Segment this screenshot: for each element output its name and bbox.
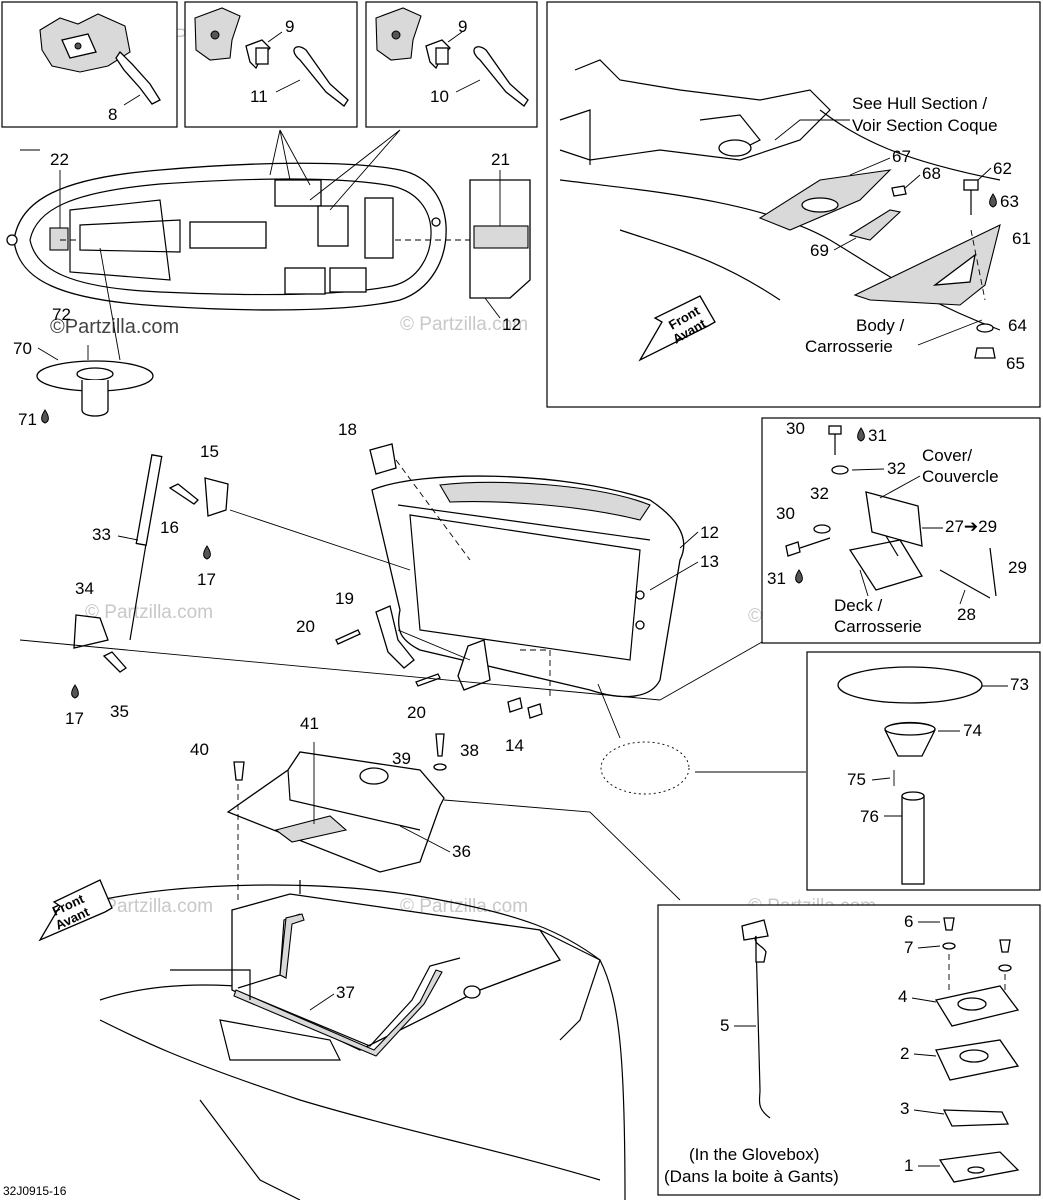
callout-22: 22: [50, 150, 69, 169]
callout-8: 8: [108, 105, 117, 124]
callout-5: 5: [720, 1016, 729, 1035]
callout-10: 10: [430, 87, 449, 106]
callout-64: 64: [1008, 316, 1027, 335]
callout-32a: 32: [887, 459, 906, 478]
glovebox-label-en: (In the Glovebox): [689, 1145, 819, 1164]
callout-20b: 20: [407, 703, 426, 722]
watercraft-top-view: [6, 129, 531, 311]
callout-35: 35: [110, 702, 129, 721]
callout-69: 69: [810, 241, 829, 260]
callout-6: 6: [904, 912, 913, 931]
callout-4: 4: [898, 987, 907, 1006]
callout-33: 33: [92, 525, 111, 544]
callout-63: 63: [1000, 192, 1019, 211]
callout-13: 13: [700, 552, 719, 571]
callout-3: 3: [900, 1099, 909, 1118]
watermark-3: © Partzilla.com: [400, 314, 528, 335]
cover-label-fr: Couvercle: [922, 467, 999, 486]
callout-30b: 30: [776, 504, 795, 523]
callout-1: 1: [904, 1156, 913, 1175]
callout-16: 16: [160, 518, 179, 537]
body-label-en: Body /: [856, 316, 904, 335]
callout-41: 41: [300, 714, 319, 733]
detail-box-strap: 8: [1, 1, 178, 128]
callout-67: 67: [892, 147, 911, 166]
detail-box-hinge: [761, 417, 1041, 644]
callout-12-mid: 12: [700, 523, 719, 542]
watermark-5: © Partzilla.com: [85, 602, 213, 623]
detail-box-latch: [657, 904, 1041, 1196]
callout-31b: 31: [767, 569, 786, 588]
callout-74: 74: [963, 721, 982, 740]
watermark-dark: ©Partzilla.com: [50, 316, 179, 338]
callout-29: 29: [1008, 558, 1027, 577]
callout-20a: 20: [296, 617, 315, 636]
callout-34: 34: [75, 579, 94, 598]
callout-9b: 9: [458, 17, 467, 36]
callout-15: 15: [200, 442, 219, 461]
table-mount-location: [600, 741, 690, 795]
storage-cover: [371, 475, 685, 698]
callout-38: 38: [460, 741, 479, 760]
callout-73: 73: [1010, 675, 1029, 694]
glovebox-tray: [226, 742, 445, 873]
callout-2: 2: [900, 1044, 909, 1063]
callout-31a: 31: [868, 426, 887, 445]
cup-holder: [36, 247, 154, 417]
callout-18: 18: [338, 420, 357, 439]
callout-11: 11: [250, 87, 268, 106]
callout-30a: 30: [786, 419, 805, 438]
callout-62: 62: [993, 159, 1012, 178]
callout-32b: 32: [810, 484, 829, 503]
diagram-code: 32J0915-16: [3, 1184, 67, 1198]
callout-71: 71: [18, 410, 37, 429]
callout-9a: 9: [285, 17, 294, 36]
detail-box-table: [806, 651, 1041, 891]
glovebox-label-fr: (Dans la boite à Gants): [664, 1167, 839, 1186]
watermark-8: © Partzilla.com: [85, 896, 213, 917]
detail-box-fastener-9-11: 9 11: [184, 1, 358, 128]
callout-19: 19: [335, 589, 354, 608]
callout-14: 14: [505, 736, 524, 755]
callout-65: 65: [1006, 354, 1025, 373]
callout-39: 39: [392, 749, 411, 768]
callout-75: 75: [847, 770, 866, 789]
callout-61: 61: [1012, 229, 1031, 248]
callout-27: 27➔29: [945, 517, 997, 536]
hull-section-label-fr: Voir Section Coque: [852, 116, 998, 135]
callout-7: 7: [904, 938, 913, 957]
callout-68: 68: [922, 164, 941, 183]
cover-label-en: Cover/: [922, 446, 972, 465]
callout-21: 21: [491, 150, 510, 169]
hull-section-label-en: See Hull Section /: [852, 94, 987, 113]
body-label-fr: Carrosserie: [805, 337, 893, 356]
callout-17a: 17: [197, 570, 216, 589]
detail-box-fastener-9-10: 9 10: [365, 1, 538, 128]
callout-37: 37: [336, 983, 355, 1002]
callout-76: 76: [860, 807, 879, 826]
callout-12-top: 12: [502, 315, 521, 334]
callout-36: 36: [452, 842, 471, 861]
deck-label-fr: Carrosserie: [834, 617, 922, 636]
callout-70: 70: [13, 339, 32, 358]
callout-72: 72: [52, 305, 71, 324]
callout-17b: 17: [65, 709, 84, 728]
detail-box-hull: Front Avant See Hull Section / Voir Sect…: [546, 1, 1041, 408]
callout-28: 28: [957, 605, 976, 624]
deck-label-en: Deck /: [834, 596, 882, 615]
callout-40: 40: [190, 740, 209, 759]
deck-bottom-view: Front Avant: [38, 879, 626, 1200]
